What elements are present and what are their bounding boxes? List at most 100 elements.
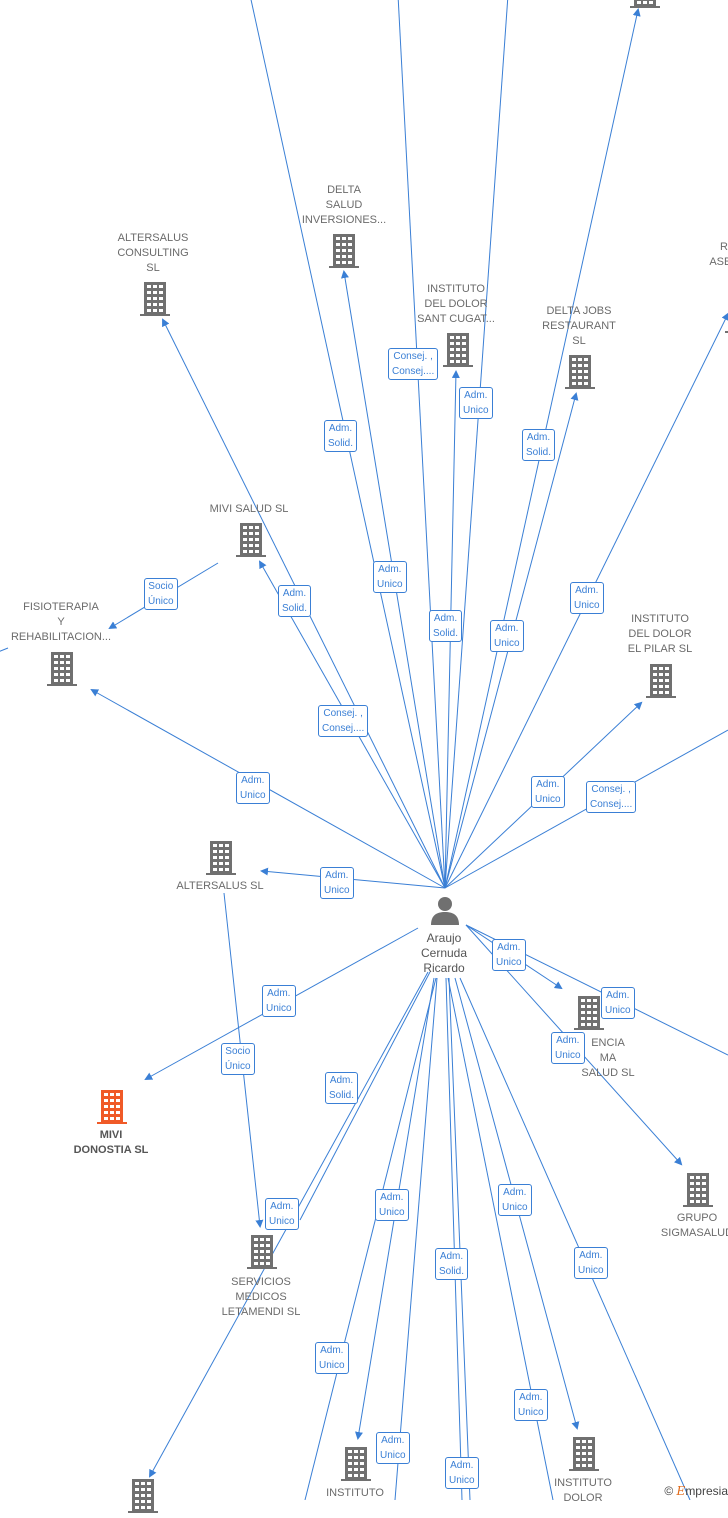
edge-label-e4[interactable]: Adm.Solid.: [522, 429, 556, 461]
node-label-mivi-donostia[interactable]: MIVI DONOSTIA SL: [73, 1129, 149, 1156]
edge-label-role: Socio: [148, 581, 174, 592]
edge-label-e14[interactable]: Consej. ,Consej....: [586, 781, 637, 813]
node-label-instituto-pilar[interactable]: INSTITUTO DEL DOLOR EL PILAR SL: [627, 613, 693, 655]
center-person[interactable]: [428, 895, 464, 927]
edge-label-role: Adm.: [328, 423, 353, 434]
edge-label-type: Consej....: [392, 366, 435, 377]
brand-initial: E: [676, 1484, 686, 1498]
edge-label-e30[interactable]: Adm.Unico: [445, 1457, 479, 1489]
building-icon-instituto-bottom-left[interactable]: [339, 1445, 373, 1481]
edge-label-role: Adm.: [579, 1250, 603, 1261]
edge-label-e28[interactable]: Adm.Unico: [514, 1389, 548, 1421]
edge-label-e7[interactable]: Adm.Unico: [373, 561, 407, 593]
building-icon-top-right[interactable]: [628, 0, 662, 8]
edge-label-e18[interactable]: Adm.Unico: [262, 985, 296, 1017]
building-icon-grupo-sigmasalud[interactable]: [681, 1171, 715, 1207]
edge-line-29: [447, 977, 554, 1500]
node-label-delta-jobs[interactable]: DELTA JOBS RESTAURANT SL: [542, 305, 616, 347]
edge-label-e24[interactable]: Adm.Unico: [498, 1184, 532, 1216]
brand-name: mpresia: [685, 1484, 728, 1498]
edge-label-role: Adm.: [450, 1460, 474, 1471]
node-label-encia-salud[interactable]: ENCIA MA SALUD SL: [581, 1037, 635, 1079]
edge-label-type: Unico: [240, 790, 266, 801]
node-label-servicios-medicos[interactable]: SERVICIOS MEDICOS LETAMENDI SL: [221, 1276, 301, 1318]
edge-label-role: Adm.: [526, 432, 551, 443]
edge-label-e16[interactable]: Adm.Unico: [492, 939, 526, 971]
edge-label-e23[interactable]: Adm.Unico: [375, 1189, 409, 1221]
building-icon-delta-jobs[interactable]: [563, 353, 597, 389]
edge-label-e10[interactable]: Adm.Unico: [570, 582, 604, 614]
edge-label-e9[interactable]: Adm. Unico: [490, 620, 524, 652]
node-label-mivi-salud[interactable]: MIVI SALUD SL: [209, 503, 289, 515]
edge-label-role: Consej. ,: [323, 708, 363, 719]
building-icon-altersalus-sl[interactable]: [204, 839, 238, 875]
edge-label-role: Consej. ,: [393, 351, 433, 362]
edge-label-type: Solid.: [328, 438, 354, 449]
edge-label-role: Adm.: [325, 870, 349, 881]
edge-label-type: Unico: [319, 1360, 345, 1371]
edge-label-type: Unico: [518, 1407, 544, 1418]
node-label-instituto-bottom-left[interactable]: INSTITUTO: [326, 1487, 384, 1499]
edge-label-type: Unico: [266, 1003, 292, 1014]
building-icon-instituto-sant-cugat[interactable]: [441, 331, 475, 367]
edge-label-type: Unico: [535, 794, 561, 805]
edge-line-30: [304, 977, 437, 1500]
edge-label-type: Solid.: [433, 628, 459, 639]
edge-label-role: Socio: [225, 1046, 251, 1057]
edge-label-e12[interactable]: Adm.Unico: [236, 772, 270, 804]
node-label-grupo-sigmasalud[interactable]: GRUPO SIGMASALUD: [660, 1212, 728, 1239]
edge-label-e22[interactable]: Adm.Unico: [265, 1198, 299, 1230]
building-icon-mivi-donostia[interactable]: [95, 1088, 129, 1124]
node-label-instituto-bottom-right[interactable]: INSTITUTO DOLOR: [554, 1477, 612, 1504]
building-icon-delta-salud[interactable]: [327, 232, 361, 268]
node-label-delta-salud[interactable]: DELTA SALUD INVERSIONES...: [301, 184, 387, 226]
edge-label-type: Unico: [578, 1265, 604, 1276]
node-label-instituto-sant-cugat[interactable]: INSTITUTO DEL DOLOR SANT CUGAT...: [417, 283, 495, 325]
edge-label-e17[interactable]: Adm.Unico: [601, 987, 635, 1019]
edge-label-e26[interactable]: Adm. Unico: [574, 1247, 608, 1279]
edge-label-e21[interactable]: Adm.Solid.: [325, 1072, 359, 1104]
building-icon-instituto-bottom-right[interactable]: [567, 1435, 601, 1471]
edge-label-role: Adm.: [495, 623, 519, 634]
edge-label-role: Adm.: [575, 585, 599, 596]
edge-label-e29[interactable]: Adm. Unico: [376, 1432, 410, 1464]
edge-label-e13[interactable]: Adm.Unico: [531, 776, 565, 808]
edge-label-e8[interactable]: Adm.Solid.: [429, 610, 463, 642]
node-label-altersalus-sl[interactable]: ALTERSALUS SL: [176, 880, 264, 892]
edge-label-type: Unico: [380, 1450, 406, 1461]
edge-label-type: Unico: [269, 1216, 295, 1227]
edge-label-e15[interactable]: Adm.Unico: [320, 867, 354, 899]
node-label-altersalus-consulting[interactable]: ALTERSALUS CONSULTING SL: [117, 232, 189, 274]
building-icon-fisioterapia[interactable]: [45, 650, 79, 686]
edge-label-type: Unico: [494, 638, 520, 649]
edge-label-type: Unico: [463, 405, 489, 416]
building-icon-bottom-far-left[interactable]: [126, 1477, 160, 1513]
edge-label-type: Único: [148, 596, 174, 607]
building-icon-encia-salud[interactable]: [572, 994, 606, 1030]
building-icon-servicios-medicos[interactable]: [245, 1233, 279, 1269]
edge-label-role: Adm.: [381, 1435, 405, 1446]
node-label-r-ases[interactable]: R ASES: [709, 241, 728, 268]
edge-label-type: Unico: [496, 957, 522, 968]
edge-label-e2[interactable]: Adm.Unico: [459, 387, 493, 419]
node-label-fisioterapia[interactable]: FISIOTERAPIA Y REHABILITACION...: [10, 601, 112, 643]
edge-label-e25[interactable]: Adm.Solid.: [435, 1248, 469, 1280]
edge-label-e6[interactable]: Adm.Solid.: [278, 585, 312, 617]
edge-label-e19[interactable]: Adm.Unico: [551, 1032, 585, 1064]
edge-label-e1[interactable]: Consej. , Consej....: [388, 348, 439, 380]
edge-label-role: Consej. ,: [591, 784, 631, 795]
building-icon-mivi-salud[interactable]: [234, 521, 268, 557]
building-icon-r-ases[interactable]: [723, 297, 728, 333]
edge-line-25: [445, 977, 463, 1500]
edge-line-2: [444, 0, 509, 889]
building-icon-instituto-pilar[interactable]: [644, 662, 678, 698]
building-icon-altersalus-consulting[interactable]: [138, 280, 172, 316]
edge-label-e3[interactable]: Adm. Solid.: [324, 420, 358, 452]
edge-label-e11[interactable]: Consej. , Consej....: [318, 705, 369, 737]
edge-label-role: Adm.: [329, 1075, 354, 1086]
edge-label-e27[interactable]: Adm.Unico: [315, 1342, 349, 1374]
edge-label-role: Adm.: [556, 1035, 580, 1046]
edge-label-type: Consej....: [322, 723, 365, 734]
